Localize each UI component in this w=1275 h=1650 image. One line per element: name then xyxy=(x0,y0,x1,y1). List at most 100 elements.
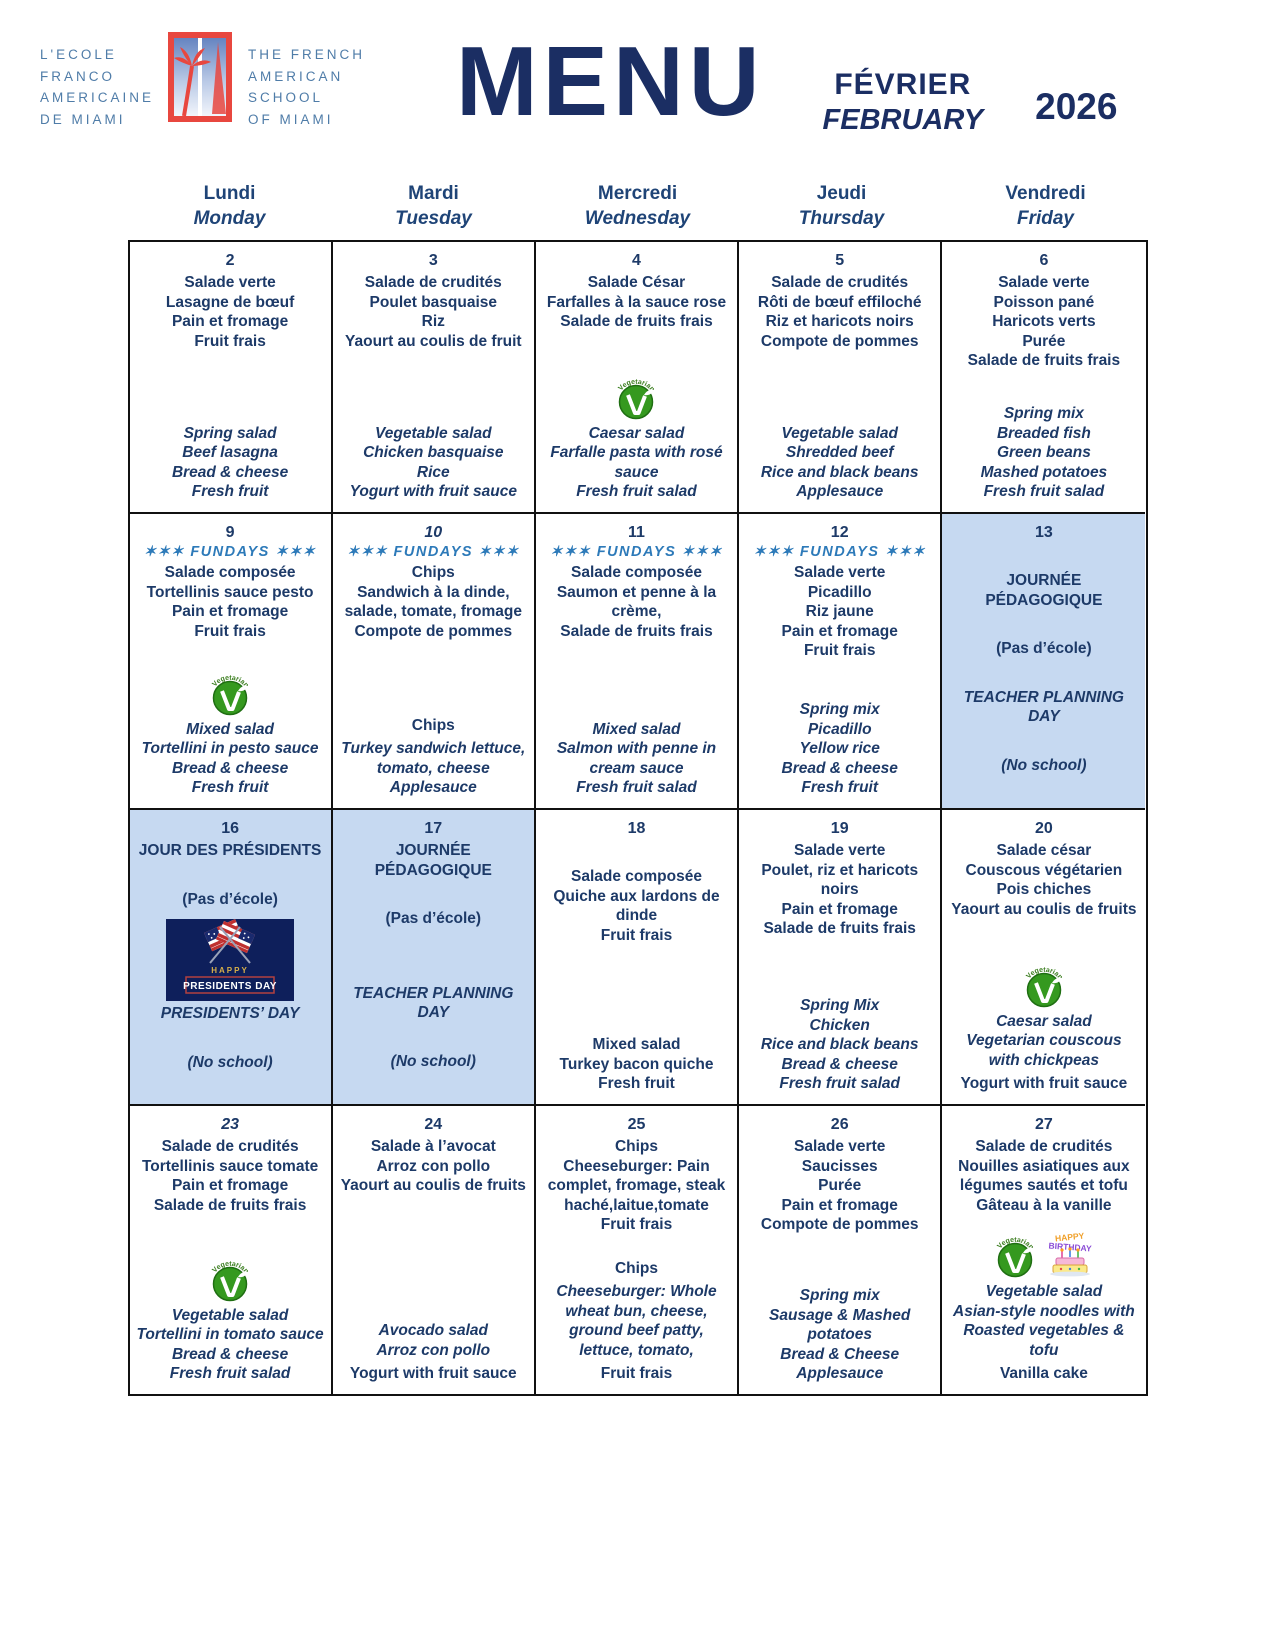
menu-item-fr: Salade de fruits frais xyxy=(763,920,916,938)
menu-item-fr: Pain et fromage xyxy=(781,622,898,640)
day-number: 13 xyxy=(1034,524,1053,541)
menu-item-fr: Salade composée xyxy=(164,564,296,581)
menu-item-en: Chicken xyxy=(809,1016,870,1034)
menu-item-fr: Salade verte xyxy=(794,1138,886,1155)
menu-item-en: Vegetable salad xyxy=(985,1283,1103,1301)
menu-items-english: (No school) xyxy=(137,1053,324,1073)
menu-item-fr: Nouilles asiatiques aux légumes sautés e… xyxy=(958,1157,1130,1195)
menu-item-fr: Pain et fromage xyxy=(171,603,289,621)
menu-item-en: Bread & cheese xyxy=(781,1055,898,1073)
weekday-english: Monday xyxy=(193,208,266,229)
menu-item-en: Rice and black beans xyxy=(760,463,919,481)
menu-items-english: (No school) xyxy=(340,1052,527,1072)
weekday-english: Thursday xyxy=(798,208,885,229)
menu-item-fr: Salade de fruits frais xyxy=(967,352,1121,370)
menu-items-english: TEACHER PLANNING DAY xyxy=(340,984,527,1023)
day-number: 6 xyxy=(1039,252,1049,269)
menu-item-en: Fresh fruit salad xyxy=(169,1365,291,1383)
month-french: FÉVRIER xyxy=(834,68,972,101)
menu-item-en: Fruit frais xyxy=(600,1365,673,1383)
month-english: FEBRUARY xyxy=(822,104,984,136)
svg-text:PRESIDENTS DAY: PRESIDENTS DAY xyxy=(183,981,277,992)
menu-item-en: Mashed potatoes xyxy=(980,463,1108,481)
menu-item-en: Fresh fruit salad xyxy=(576,483,697,501)
spacer xyxy=(340,955,527,981)
vegetarian-icon: Vegetarian xyxy=(996,1237,1035,1278)
weekday-english: Tuesday xyxy=(395,208,472,229)
menu-items-english: PRESIDENTS’ DAY xyxy=(137,1004,324,1024)
menu-item-fr: Poulet basquaise xyxy=(369,293,498,311)
menu-item-en: (No school) xyxy=(390,1052,476,1070)
weekday-english: Wednesday xyxy=(584,208,691,229)
menu-item-fr: Compote de pommes xyxy=(760,332,919,350)
menu-item-fr: Pain et fromage xyxy=(171,313,289,331)
menu-item-fr: (Pas d’école) xyxy=(182,890,278,908)
menu-item-fr: Pain et fromage xyxy=(781,900,898,918)
menu-item-fr: Salade de fruits frais xyxy=(560,622,713,640)
menu-item-en: Bread & cheese xyxy=(171,1345,289,1363)
menu-item-fr: Rôti de bœuf effiloché xyxy=(757,293,922,311)
menu-item-fr: Salade verte xyxy=(794,564,886,581)
menu-item-en: Mixed salad xyxy=(592,720,681,738)
menu-item-fr: Riz xyxy=(421,313,445,331)
menu-item-en: Fresh fruit xyxy=(598,1075,675,1093)
day-number: 23 xyxy=(221,1116,239,1133)
menu-item-fr: Fruit frais xyxy=(194,622,266,640)
menu-item-en: Fresh fruit xyxy=(191,779,269,797)
cell-bottom-section xyxy=(137,1094,324,1096)
brand-line: OF MIAMI xyxy=(248,111,334,127)
menu-item-en: Arroz con pollo xyxy=(376,1341,491,1359)
menu-item-fr: Arroz con pollo xyxy=(376,1157,491,1175)
menu-item-en: Spring Mix xyxy=(800,997,880,1015)
menu-item-fr: Tortellinis sauce tomate xyxy=(141,1157,319,1175)
menu-item-fr: Fruit frais xyxy=(803,642,876,660)
spacer xyxy=(137,861,324,887)
menu-item-en: Spring mix xyxy=(1003,405,1084,423)
menu-item-en: Fresh fruit salad xyxy=(576,779,697,797)
menu-items-french: (Pas d’école) xyxy=(949,639,1138,659)
menu-item-fr: JOURNÉE PÉDAGOGIQUE xyxy=(985,572,1103,609)
day-number: 4 xyxy=(632,252,641,269)
menu-item-en: Chips xyxy=(614,1259,659,1277)
menu-item-en: Farfalle pasta with rosé sauce xyxy=(550,444,723,481)
menu-item-en: Fresh fruit salad xyxy=(983,483,1105,501)
menu-item-fr: Quiche aux lardons de dinde xyxy=(553,887,720,925)
menu-item-en: Rice xyxy=(416,463,450,481)
menu-item-en: PRESIDENTS’ DAY xyxy=(160,1005,300,1023)
menu-item-fr: Tortellinis sauce pesto xyxy=(146,583,314,601)
fundays-banner: ✶✶✶ FUNDAYS ✶✶✶ xyxy=(753,544,926,560)
day-number: 26 xyxy=(830,1116,849,1133)
menu-item-fr: Haricots verts xyxy=(992,313,1096,331)
menu-item-en: Yogurt with fruit sauce xyxy=(349,483,517,501)
menu-items-french: JOURNÉE PÉDAGOGIQUE xyxy=(340,841,527,880)
